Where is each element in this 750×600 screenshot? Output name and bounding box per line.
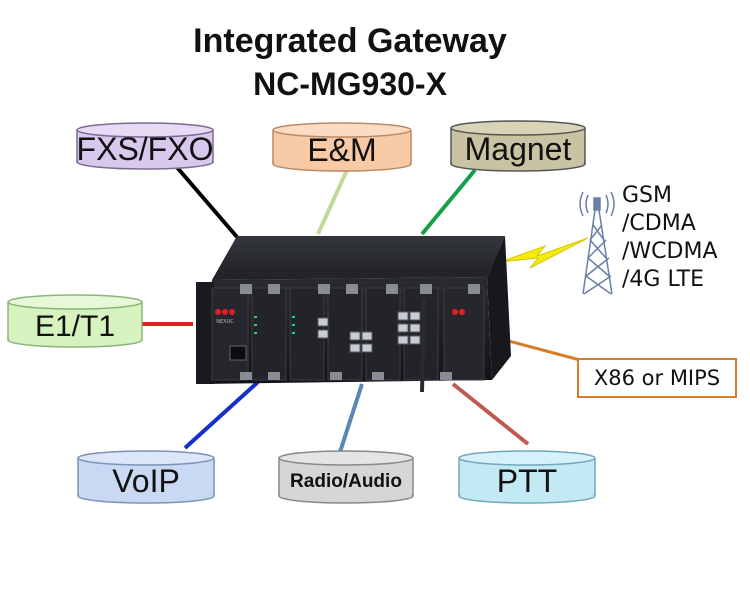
cylinder-radio-audio: Radio/Audio — [278, 450, 414, 504]
diagram-title: Integrated Gateway — [193, 22, 507, 60]
wireless-label-lte: /4G LTE — [622, 267, 705, 292]
lightning-bolt-icon — [499, 237, 589, 269]
wireless-label-wcdma: /WCDMA — [622, 239, 718, 264]
gateway-chassis: NEXUC — [196, 236, 511, 393]
cylinder-em: E&M — [272, 122, 412, 172]
device-brand: NEXUC — [216, 319, 234, 325]
cylinder-e1t1: E1/T1 — [7, 294, 143, 348]
cylinder-voip: VoIP — [77, 450, 215, 504]
cell-tower-icon — [579, 191, 615, 295]
label-voip: VoIP — [112, 463, 180, 499]
connector-em — [316, 169, 349, 235]
cpu-architecture-box: X86 or MIPS — [577, 358, 737, 398]
connector-ptt — [451, 382, 530, 446]
wireless-label-cdma: /CDMA — [622, 211, 696, 236]
diagram-subtitle: NC-MG930-X — [253, 66, 447, 102]
connector-magnet — [420, 168, 477, 236]
cylinder-fxs-fxo: FXS/FXO — [76, 122, 214, 170]
cylinder-magnet: Magnet — [450, 120, 586, 172]
connector-fxs — [173, 163, 239, 239]
label-ptt: PTT — [497, 463, 557, 499]
connector-x86 — [504, 338, 581, 362]
connector-voip — [183, 380, 260, 450]
label-em: E&M — [307, 132, 376, 168]
connector-radio — [338, 383, 364, 453]
label-radio-audio: Radio/Audio — [290, 471, 402, 492]
label-fxs-fxo: FXS/FXO — [77, 131, 214, 167]
wireless-label-gsm: GSM — [622, 183, 672, 208]
label-e1t1: E1/T1 — [35, 310, 115, 343]
cylinder-ptt: PTT — [458, 450, 596, 504]
label-magnet: Magnet — [465, 131, 572, 167]
